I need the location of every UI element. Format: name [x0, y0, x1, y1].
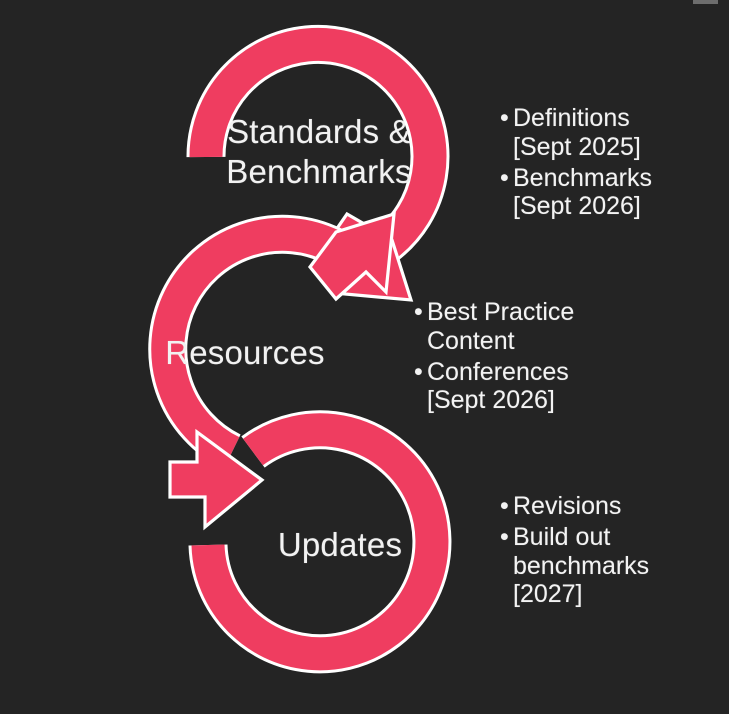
bullet-dot-icon: • [500, 492, 509, 520]
top-edge-artifact [693, 0, 718, 4]
bullet-text: Benchmarks [Sept 2026] [513, 163, 652, 221]
list-item: • Build out benchmarks [2027] [500, 523, 720, 609]
bullet-text: Conferences [Sept 2026] [427, 357, 569, 415]
ring-resources-band-fill [151, 217, 341, 467]
bullet-dot-icon: • [500, 522, 509, 551]
bullet-list-standards: • Definitions [Sept 2025] • Benchmarks [… [500, 104, 715, 223]
ring-resources-tail-arrowhead [307, 211, 396, 302]
list-item: • Benchmarks [Sept 2026] [500, 164, 715, 222]
bullet-dot-icon: • [500, 104, 509, 132]
ring-standards-band-fill [189, 27, 447, 280]
bullet-list-updates: • Revisions • Build out benchmarks [2027… [500, 492, 720, 611]
list-item: • Conferences [Sept 2026] [414, 358, 629, 416]
bullet-dot-icon: • [500, 163, 509, 192]
ring-updates-band-fill [191, 413, 449, 671]
ring-resources-arrowhead [168, 428, 265, 531]
list-item: • Definitions [Sept 2025] [500, 104, 715, 162]
bullet-dot-icon: • [414, 357, 423, 386]
bullet-list-resources: • Best Practice Content • Conferences [S… [414, 298, 629, 417]
bullet-text: Revisions [513, 492, 622, 520]
list-item: • Revisions [500, 492, 720, 521]
bullet-dot-icon: • [414, 298, 423, 326]
ring-updates [188, 410, 452, 674]
ring-resources [148, 211, 396, 531]
bullet-text: Definitions [Sept 2025] [513, 104, 641, 161]
bullet-text: Best Practice Content [427, 298, 575, 355]
bullet-text: Build out benchmarks [2027] [513, 522, 650, 609]
list-item: • Best Practice Content [414, 298, 629, 356]
